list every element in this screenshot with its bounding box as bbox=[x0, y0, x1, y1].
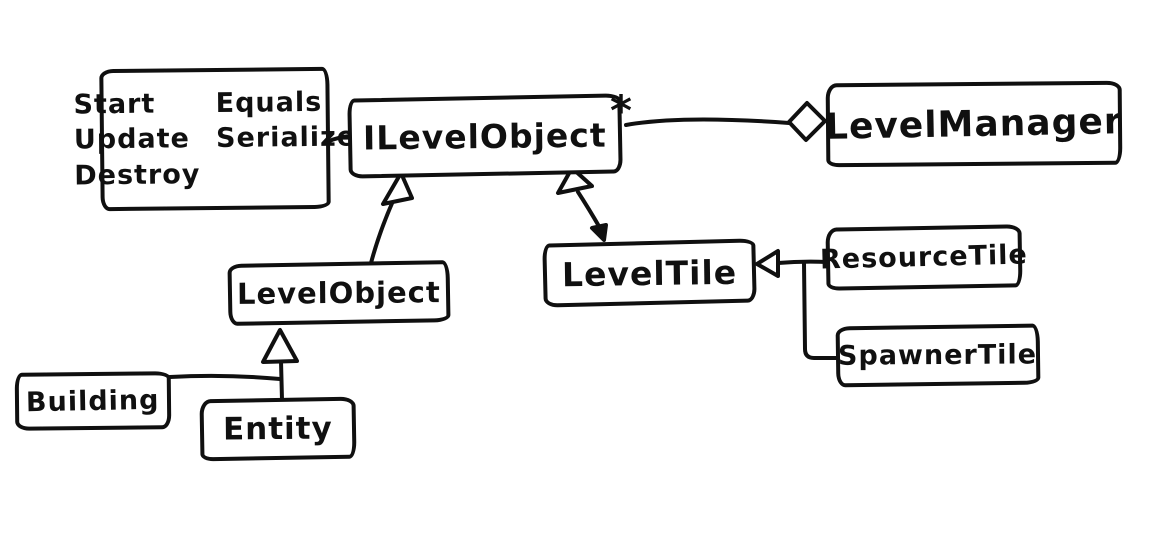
method-start: Start bbox=[73, 88, 156, 121]
method-destroy: Destroy bbox=[74, 158, 201, 192]
ilevelobject-class-box: ILevelObject bbox=[347, 93, 623, 179]
levelobject-class-box: LevelObject bbox=[227, 260, 451, 326]
resourcetile-label: ResourceTile bbox=[819, 239, 1029, 276]
levelmanager-label: LevelManager bbox=[824, 100, 1124, 148]
spawnertile-branch-line bbox=[802, 261, 841, 360]
levelobject-inheritance-line bbox=[369, 199, 395, 265]
aggregation-diamond-icon bbox=[787, 101, 827, 142]
method-update: Update bbox=[73, 123, 191, 156]
leveltile-class-box: LevelTile bbox=[542, 238, 757, 308]
leveltile-inheritance-line bbox=[576, 190, 602, 230]
leveltile-label: LevelTile bbox=[561, 252, 738, 294]
resourcetile-inheritance-line bbox=[776, 259, 829, 265]
building-class-box: Building bbox=[14, 371, 172, 431]
levelobject-children-arrow-icon bbox=[261, 328, 299, 364]
levelobject-inheritance-arrow-icon bbox=[381, 171, 414, 206]
resourcetile-inheritance-arrow-icon bbox=[755, 249, 780, 278]
building-branch-line bbox=[168, 373, 282, 381]
building-label: Building bbox=[25, 384, 161, 418]
method-serialize: Serialize bbox=[215, 121, 357, 155]
leveltile-end-arrow-icon bbox=[590, 223, 608, 242]
entity-label: Entity bbox=[222, 410, 334, 448]
entity-inheritance-line bbox=[279, 359, 284, 402]
ilevelobject-label: ILevelObject bbox=[362, 115, 608, 157]
interface-methods-note-box: Start Update Destroy Equals Serialize bbox=[73, 66, 356, 212]
leveltile-inheritance-arrow-icon bbox=[556, 166, 594, 195]
multiplicity-star: * bbox=[610, 86, 632, 135]
method-equals: Equals bbox=[215, 86, 323, 119]
spawnertile-class-box: SpawnerTile bbox=[835, 323, 1041, 388]
resourcetile-class-box: ResourceTile bbox=[820, 224, 1028, 291]
methods-list: Start Update Destroy Equals Serialize bbox=[67, 82, 362, 196]
levelobject-label: LevelObject bbox=[236, 275, 442, 311]
aggregation-line bbox=[624, 117, 791, 127]
spawnertile-label: SpawnerTile bbox=[838, 339, 1038, 372]
levelmanager-class-box: LevelManager bbox=[824, 80, 1124, 168]
entity-class-box: Entity bbox=[199, 396, 357, 462]
